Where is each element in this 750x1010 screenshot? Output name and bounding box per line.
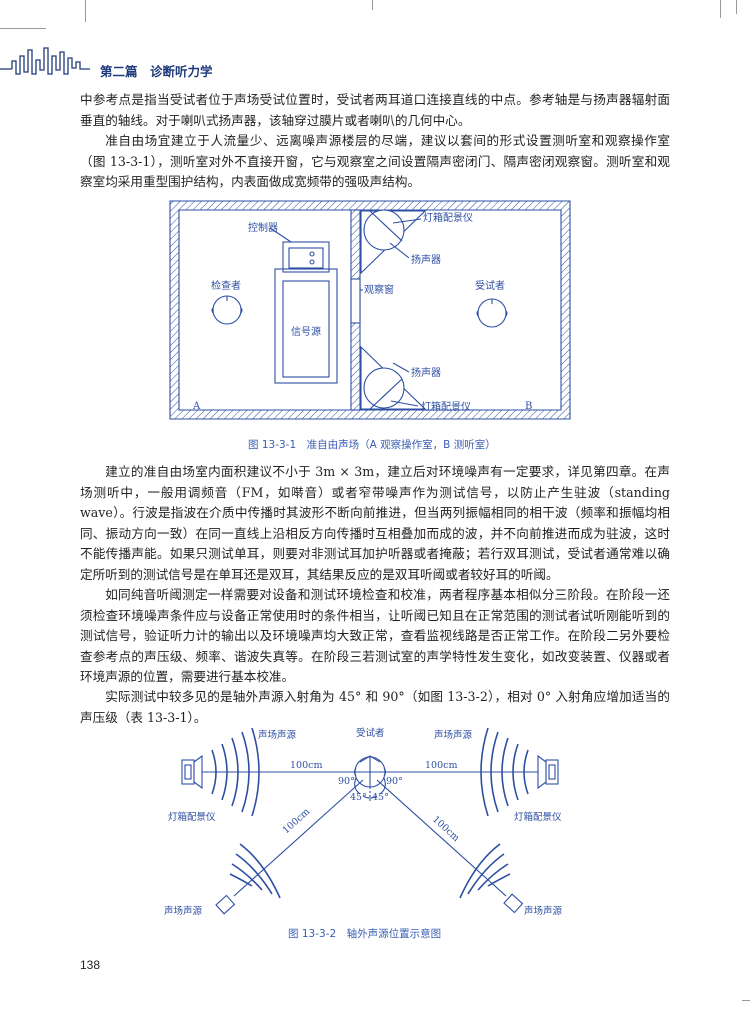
speaker-right <box>537 754 559 790</box>
label-lightbox-bottom: 灯箱配景仪 <box>421 400 471 413</box>
label-room-a: A <box>192 401 201 412</box>
label-source-left: 声场声源 <box>258 729 297 741</box>
figure-offaxis-sources: 受试者 声场声源 声场声源 100cm 100cm 90° 90° 45° 45… <box>164 727 563 917</box>
label-subject: 受试者 <box>475 279 505 292</box>
label-room-b: B <box>525 401 532 412</box>
crop-mark <box>372 0 373 10</box>
label-lightbox-right: 灯箱配景仪 <box>514 811 562 823</box>
axis-bottom-left <box>233 779 364 897</box>
crop-mark <box>0 28 46 29</box>
label-subject: 受试者 <box>356 727 385 739</box>
subject-head <box>476 298 508 328</box>
label-angle-90-left: 90° <box>338 776 355 787</box>
label-distance-left: 100cm <box>290 760 322 771</box>
crop-mark <box>720 0 721 18</box>
controller-box <box>282 241 330 273</box>
section-title: 第二篇 诊断听力学 <box>100 64 213 79</box>
header-waveform <box>0 47 90 75</box>
label-controller: 控制器 <box>248 221 278 234</box>
figure-caption: 图 13-3-1 准自由声场（A 观察操作室，B 测听室） <box>248 439 496 451</box>
label-signal-source: 信号源 <box>291 325 321 338</box>
figure-room-layout: 控制器 检查者 信号源 观察窗 灯箱配景仪 扬声器 受试者 扬声器 灯箱配景仪 … <box>169 200 571 420</box>
label-distance-bottom-left: 100cm <box>281 806 312 836</box>
label-angle-45-right: 45° <box>372 792 389 803</box>
controller-knob <box>309 251 315 257</box>
sound-waves-left <box>211 727 260 817</box>
observation-window <box>350 278 361 324</box>
label-angle-45-left: 45° <box>350 792 367 803</box>
figure-caption: 图 13-3-2 轴外声源位置示意图 <box>288 928 442 940</box>
label-speaker-top: 扬声器 <box>411 253 441 266</box>
controller-knob <box>309 259 315 265</box>
label-lightbox-left: 灯箱配景仪 <box>168 811 216 823</box>
sound-waves-right <box>480 727 529 817</box>
lightbox-bottom <box>363 367 405 409</box>
speaker-left <box>181 754 203 790</box>
paragraph: 实际测试中较多见的是轴外声源入射角为 45° 和 90°（如图 13-3-2），… <box>80 689 670 725</box>
label-lightbox-top: 灯箱配景仪 <box>423 211 473 224</box>
sound-waves-bottom-left <box>229 843 281 899</box>
label-source-bottom-left: 声场声源 <box>164 905 203 917</box>
label-source-bottom-right: 声场声源 <box>524 905 563 917</box>
label-angle-90-right: 90° <box>386 776 403 787</box>
crop-mark <box>85 0 86 22</box>
label-speaker-bottom: 扬声器 <box>411 366 441 379</box>
examiner-head <box>211 295 243 325</box>
speaker-bottom-left <box>215 894 236 915</box>
label-source-right: 声场声源 <box>434 729 473 741</box>
lightbox-top <box>363 209 405 251</box>
sound-waves-bottom-right <box>459 843 511 899</box>
label-distance-right: 100cm <box>425 760 457 771</box>
paragraph: 准自由场宜建立于人流量少、远离噪声源楼层的尽端，建议以套间的形式设置测听室和观察… <box>80 133 670 189</box>
label-distance-bottom-right: 100cm <box>430 814 461 844</box>
page-number: 138 <box>80 958 101 972</box>
crop-mark <box>742 1000 750 1001</box>
outer-wall <box>169 200 571 420</box>
paragraph: 中参考点是指当受试者位于声场受试位置时，受试者两耳道口连接直线的中点。参考轴是与… <box>80 92 670 128</box>
paragraph: 如同纯音听阈测定一样需要对设备和测试环境检查和校准，两者程序基本相似分三阶段。在… <box>80 587 670 684</box>
label-examiner: 检查者 <box>211 279 241 292</box>
signal-source-box <box>274 268 338 384</box>
speaker-bottom-right <box>503 893 524 914</box>
label-window: 观察窗 <box>364 283 394 296</box>
crop-mark <box>736 0 737 14</box>
axis-bottom-right <box>376 779 507 897</box>
subject-head-top-view <box>353 755 387 788</box>
paragraph: 建立的准自由场室内面积建议不小于 3m × 3m，建立后对环境噪声有一定要求，详… <box>80 464 670 582</box>
